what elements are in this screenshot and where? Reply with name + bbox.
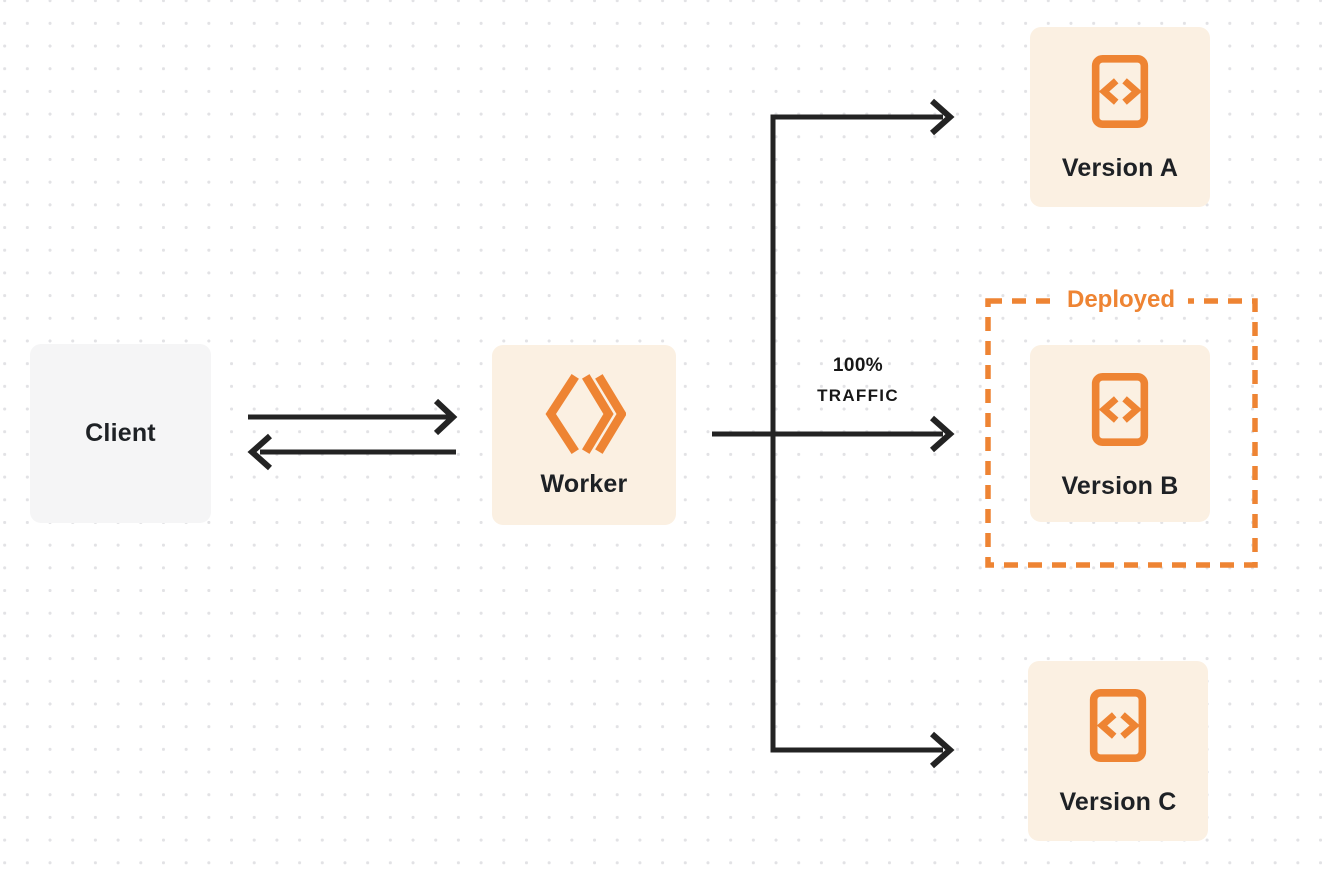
client-node: Client: [30, 344, 211, 523]
arrow-branch-version-b-head: [930, 415, 955, 453]
arrow-client-to-worker-head: [433, 398, 458, 436]
client-label: Client: [85, 419, 156, 447]
version-a-label: Version A: [1061, 154, 1179, 182]
version-b-label: Version B: [1061, 472, 1179, 500]
code-file-icon: [1091, 55, 1149, 128]
arrow-worker-to-client-head: [247, 433, 272, 471]
version-c-node: Version C: [1028, 661, 1208, 841]
deployed-label: Deployed: [1053, 286, 1189, 314]
worker-node: Worker: [492, 345, 676, 525]
arrow-branch-version-c-head: [930, 731, 955, 769]
traffic-word: TRAFFIC: [817, 386, 899, 405]
version-b-node: Version B: [1030, 345, 1210, 522]
version-c-label: Version C: [1059, 788, 1177, 816]
cloudflare-workers-icon: [545, 373, 626, 455]
arrow-branch-version-c: [770, 432, 943, 753]
arrow-branch-version-a-head: [930, 98, 955, 136]
version-a-node: Version A: [1030, 27, 1210, 207]
traffic-percent: 100%: [832, 355, 884, 376]
worker-label: Worker: [540, 470, 628, 498]
traffic-annotation: 100% TRAFFIC: [817, 351, 899, 411]
code-file-icon: [1089, 689, 1147, 762]
code-file-icon: [1091, 373, 1149, 446]
